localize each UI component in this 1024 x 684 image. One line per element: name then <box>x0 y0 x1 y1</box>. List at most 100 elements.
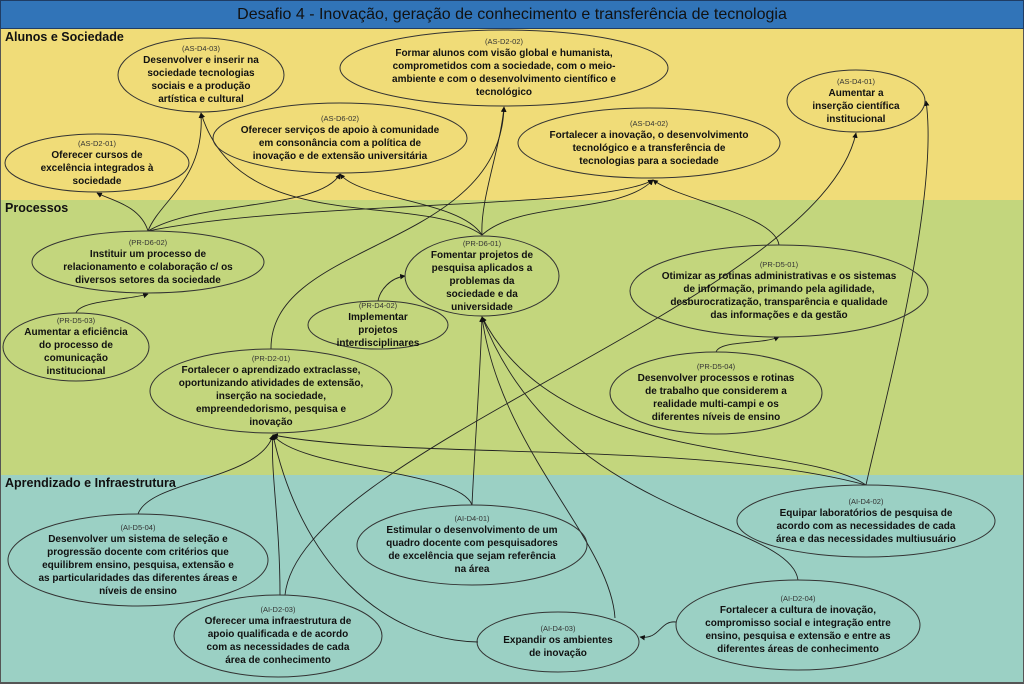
objective-ellipse <box>4 133 190 193</box>
objective-text: Aumentar a inserção científica instituci… <box>812 87 900 125</box>
objective-code: (PR-D5-04) <box>696 362 736 371</box>
objective-text: Desenvolver um sistema de seleção e prog… <box>38 533 238 597</box>
objective-text: Fortalecer a cultura de inovação, compro… <box>705 605 891 655</box>
objective-ellipse <box>786 69 926 133</box>
objective-ellipse <box>2 312 150 382</box>
cause-effect-arrow <box>481 106 507 236</box>
objective-ellipse <box>173 594 383 678</box>
cause-effect-arrow <box>865 100 930 486</box>
diagram-title: Desafio 4 - Inovação, geração de conheci… <box>237 5 787 23</box>
objective-text: Fortalecer o aprendizado extraclasse, op… <box>178 364 364 428</box>
objective-code: (PR-D2-01) <box>251 353 291 363</box>
objective-ellipse <box>356 504 588 586</box>
cause-effect-arrow <box>96 192 149 232</box>
objective-node[interactable]: (PR-D6-02)Instituir um processo de relac… <box>48 231 248 293</box>
cause-effect-arrow <box>269 434 281 596</box>
objective-node[interactable]: (AS-D4-02)Fortalecer a inovação, o desen… <box>536 108 761 178</box>
objective-text: Formar alunos com visão global e humanis… <box>392 48 616 98</box>
perspective-aprendizado-infraestrutura: Aprendizado e Infraestrutura <box>0 475 1024 684</box>
objective-code: (AS-D4-01) <box>837 76 875 86</box>
cause-effect-arrow <box>471 316 485 506</box>
objective-code: (PR-D4-02) <box>358 300 398 310</box>
objective-node[interactable]: (PR-D5-03)Aumentar a eficiência do proce… <box>13 313 139 381</box>
objective-code: (AI-D4-03) <box>540 624 576 633</box>
objective-text: Oferecer uma infraestrutura de apoio qua… <box>204 616 352 666</box>
objective-node[interactable]: (PR-D5-04) Desenvolver processos e rotina… <box>625 352 807 434</box>
objective-ellipse <box>31 230 265 294</box>
objective-node[interactable]: (PR-D4-02)Implementar projetos interdisc… <box>318 301 438 349</box>
cause-effect-arrow <box>199 112 483 236</box>
objective-node[interactable]: (AI-D4-03) Expandir os ambientes de inova… <box>488 612 627 672</box>
cause-effect-arrow <box>137 434 275 515</box>
objective-node[interactable]: (AI-D4-01)Estimular o desenvolvimento de… <box>373 505 571 585</box>
objective-node[interactable]: (AS-D2-01)Oferecer cursos de excelência … <box>18 134 176 192</box>
objective-ellipse <box>675 579 921 671</box>
cause-effect-arrow <box>481 316 867 486</box>
cause-effect-arrow <box>652 179 780 246</box>
objective-node[interactable]: (AS-D4-01)Aumentar a inserção científica… <box>797 70 916 132</box>
cause-effect-arrow <box>147 173 341 232</box>
cause-effect-arrow <box>272 434 473 506</box>
objective-code: (PR-D6-02) <box>128 237 168 247</box>
objective-node[interactable]: (AS-D2-02) Formar alunos com visão global… <box>363 30 645 106</box>
cause-effect-arrow <box>339 173 483 236</box>
objective-node[interactable]: (AI-D5-04)Desenvolver um sistema de sele… <box>26 514 250 606</box>
objective-ellipse <box>629 244 929 338</box>
objective-code: (AS-D4-03) <box>182 44 220 53</box>
objective-code: (PR-D5-03) <box>56 316 96 325</box>
cause-effect-arrow <box>147 112 204 232</box>
objective-text: Otimizar as rotinas administrativas e os… <box>661 271 897 321</box>
objective-code: (AI-D2-03) <box>260 605 296 614</box>
perspective-processos: Processos <box>0 200 1024 475</box>
objective-code: (AI-D4-02) <box>848 496 884 506</box>
objective-node[interactable]: (AI-D2-04) Fortalecer a cultura de inovaç… <box>693 580 903 670</box>
objective-node[interactable]: (AI-D4-02)Equipar laboratórios de pesqui… <box>755 485 977 557</box>
cause-effect-arrow <box>479 316 616 619</box>
objective-code: (AI-D2-04) <box>780 594 816 603</box>
objective-ellipse <box>7 513 269 607</box>
objective-code: (AS-D4-02) <box>630 118 668 128</box>
objective-text: Desenvolver processos e rotinas de traba… <box>637 373 795 423</box>
cause-effect-arrow <box>481 179 654 236</box>
objective-code: (AS-D2-02) <box>485 37 523 46</box>
perspective-label: Alunos e Sociedade <box>5 30 124 44</box>
objective-code: (AS-D6-02) <box>321 113 359 123</box>
objective-code: (AI-D5-04) <box>120 522 156 532</box>
objective-code: (AS-D2-01) <box>78 138 116 148</box>
objective-node[interactable]: (AS-D4-03) Desenvolver e inserir na socie… <box>130 38 273 112</box>
objective-code: (PR-D6-01) <box>462 238 502 248</box>
objective-node[interactable]: (PR-D2-01)Fortalecer o aprendizado extra… <box>167 349 375 433</box>
objective-text: Implementar projetos interdisciplinares <box>336 311 420 349</box>
objective-node[interactable]: (AI-D2-03) Oferecer uma infraestrutura de… <box>189 595 368 677</box>
objective-ellipse <box>117 37 285 113</box>
objective-text: Desenvolver e inserir na sociedade tecno… <box>143 55 259 105</box>
objective-text: Oferecer cursos de excelência integrados… <box>40 149 154 187</box>
cause-effect-arrow <box>271 434 479 643</box>
cause-effect-arrow <box>272 433 867 486</box>
cause-effect-arrow <box>639 621 677 641</box>
objective-node[interactable]: (PR-D6-01)Fomentar projetos de pesquisa … <box>416 236 548 316</box>
cause-effect-arrow <box>75 292 149 314</box>
objective-text: Fortalecer a inovação, o desenvolvimento… <box>549 129 749 167</box>
objective-ellipse <box>307 300 449 350</box>
cause-effect-arrow <box>377 273 406 302</box>
objective-ellipse <box>476 611 640 673</box>
objective-text: Fomentar projetos de pesquisa aplicados … <box>430 249 534 313</box>
objective-text: Oferecer serviços de apoio à comunidade … <box>240 124 440 162</box>
perspective-alunos-sociedade: Alunos e Sociedade <box>0 29 1024 200</box>
objective-text: Instituir um processo de relacionamento … <box>63 248 233 286</box>
cause-effect-arrow <box>481 316 799 581</box>
objective-text: Equipar laboratórios de pesquisa de acor… <box>775 507 957 545</box>
objective-ellipse <box>149 348 393 434</box>
perspective-label: Aprendizado e Infraestrutura <box>5 476 176 490</box>
objective-ellipse <box>609 351 823 435</box>
objective-text: Expandir os ambientes de inovação <box>503 635 613 659</box>
objective-ellipse <box>736 484 996 558</box>
objective-node[interactable]: (PR-D5-01)Otimizar as rotinas administra… <box>651 245 907 337</box>
objective-ellipse <box>212 102 468 174</box>
objective-node[interactable]: (AS-D6-02)Oferecer serviços de apoio à c… <box>231 103 449 173</box>
perspective-label: Processos <box>5 201 69 215</box>
cause-effect-arrow <box>715 336 780 353</box>
cause-effect-arrow <box>270 106 507 350</box>
